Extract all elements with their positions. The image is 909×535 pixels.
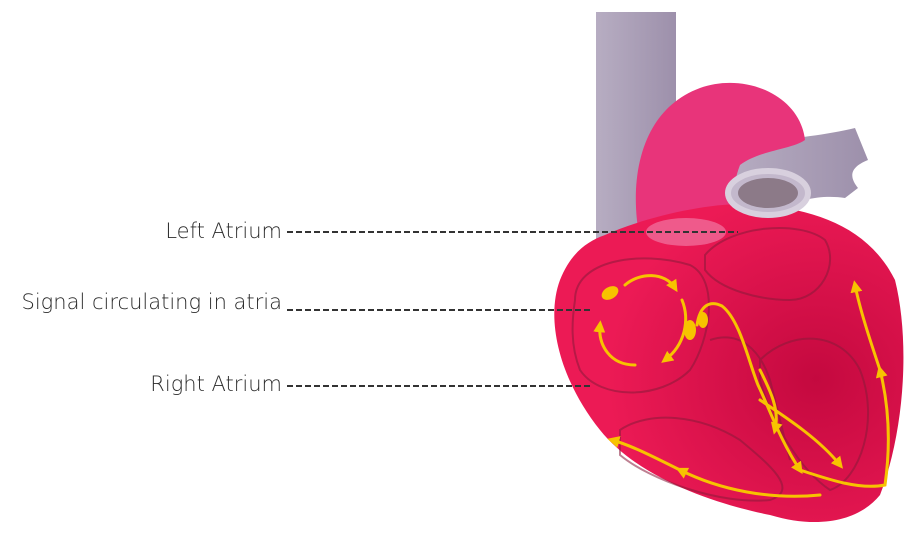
av-node-b — [698, 312, 708, 328]
av-node-a — [684, 320, 696, 340]
label-right-atrium: Right Atrium — [150, 372, 282, 396]
label-signal-circulating: Signal circulating in atria — [22, 290, 282, 314]
label-left-atrium: Left Atrium — [165, 219, 282, 243]
